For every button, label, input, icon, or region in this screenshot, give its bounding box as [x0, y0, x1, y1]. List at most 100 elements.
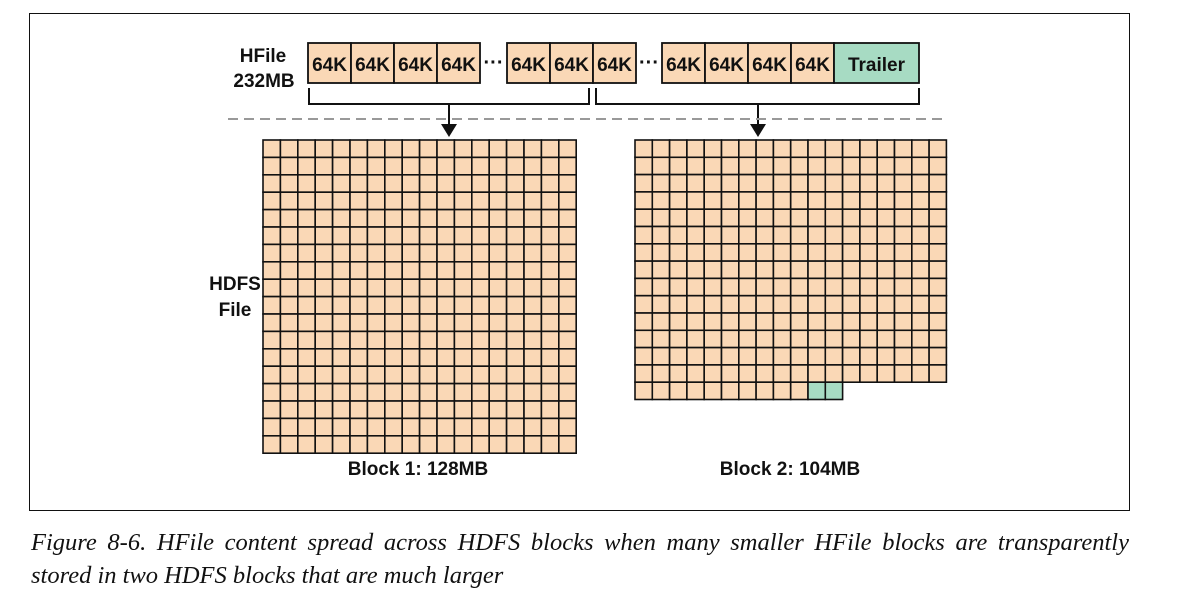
- grid-cell: [349, 191, 369, 211]
- hfile-block-64k: 64K: [790, 42, 835, 84]
- grid-cell: [789, 277, 809, 297]
- grid-cell: [383, 313, 403, 333]
- grid-cell: [859, 173, 879, 193]
- grid-cell: [720, 191, 740, 210]
- grid-cell: [651, 156, 671, 176]
- grid-cell: [279, 434, 299, 454]
- trailer-cell: [824, 381, 844, 401]
- grid-cell: [349, 243, 369, 263]
- grid-cell: [505, 347, 525, 367]
- grid-cell: [876, 364, 896, 383]
- grid-cell: [668, 139, 688, 159]
- grid-cell: [366, 400, 386, 420]
- grid-cell: [737, 329, 757, 349]
- grid-cell: [488, 417, 508, 437]
- grid-cell: [668, 173, 688, 193]
- grid-cell: [436, 260, 456, 280]
- grid-cell: [296, 313, 316, 333]
- grid-cell: [331, 260, 351, 280]
- grid-cell: [366, 417, 386, 437]
- grid-cell: [401, 243, 421, 263]
- grid-cell: [470, 174, 490, 194]
- grid-cell: [876, 156, 896, 176]
- grid-cell: [557, 191, 577, 211]
- grid-cell: [296, 417, 316, 437]
- grid-cell: [296, 400, 316, 420]
- grid-cell: [807, 260, 827, 280]
- grid-cell: [893, 294, 913, 314]
- grid-cell: [383, 208, 403, 228]
- grid-cell: [772, 139, 792, 159]
- grid-cell: [349, 330, 369, 350]
- grid-cell: [841, 243, 861, 262]
- grid-cell: [470, 417, 490, 437]
- grid-cell: [383, 260, 403, 280]
- grid-cell: [366, 434, 386, 454]
- grid-cell: [383, 156, 403, 176]
- grid-cell: [668, 381, 688, 401]
- grid-cell: [296, 243, 316, 263]
- grid-cell: [772, 173, 792, 193]
- grid-cell: [523, 191, 543, 211]
- grid-cell: [331, 174, 351, 194]
- grid-cell: [737, 277, 757, 297]
- grid-cell: [262, 434, 282, 454]
- grid-cell: [557, 295, 577, 315]
- grid-cell: [737, 139, 757, 159]
- grid-cell: [859, 208, 879, 228]
- grid-cell: [262, 278, 282, 298]
- grid-cell: [383, 347, 403, 367]
- grid-cell: [720, 208, 740, 228]
- grid-cell: [841, 208, 861, 228]
- grid-cell: [436, 330, 456, 350]
- bracket-block-1: [308, 88, 590, 105]
- grid-cell: [453, 400, 473, 420]
- grid-cell: [755, 364, 775, 383]
- grid-cell: [436, 365, 456, 385]
- grid-cell: [720, 346, 740, 366]
- grid-cell: [349, 260, 369, 280]
- grid-cell: [279, 278, 299, 298]
- grid-cell: [928, 191, 948, 210]
- grid-cell: [488, 400, 508, 420]
- grid-cell: [789, 243, 809, 262]
- grid-cell: [651, 294, 671, 314]
- grid-cell: [772, 208, 792, 228]
- grid-cell: [651, 139, 671, 159]
- grid-cell: [703, 329, 723, 349]
- grid-cell: [505, 295, 525, 315]
- grid-cell: [557, 226, 577, 246]
- grid-cell: [314, 434, 334, 454]
- grid-cell: [331, 139, 351, 159]
- grid-cell: [737, 294, 757, 314]
- grid-cell: [314, 226, 334, 246]
- grid-cell: [789, 156, 809, 176]
- grid-cell: [296, 174, 316, 194]
- grid-cell: [859, 329, 879, 349]
- grid-cell: [634, 329, 654, 349]
- grid-cell: [418, 417, 438, 437]
- grid-cell: [789, 191, 809, 210]
- grid-cell: [366, 347, 386, 367]
- grid-cell: [505, 156, 525, 176]
- grid-cell: [755, 329, 775, 349]
- grid-cell: [703, 294, 723, 314]
- grid-cell: [893, 243, 913, 262]
- grid-cell: [755, 312, 775, 332]
- grid-cell: [824, 312, 844, 332]
- grid-cell: [488, 434, 508, 454]
- grid-cell: [262, 417, 282, 437]
- grid-cell: [418, 347, 438, 367]
- grid-cell: [876, 312, 896, 332]
- grid-cell: [893, 277, 913, 297]
- grid-cell: [314, 382, 334, 402]
- grid-cell: [366, 295, 386, 315]
- grid-cell: [418, 243, 438, 263]
- grid-cell: [366, 278, 386, 298]
- trailer-segment: Trailer: [833, 42, 920, 84]
- grid-cell: [910, 173, 930, 193]
- grid-cell: [314, 313, 334, 333]
- grid-cell: [720, 329, 740, 349]
- grid-cell: [401, 313, 421, 333]
- grid-cell: [418, 260, 438, 280]
